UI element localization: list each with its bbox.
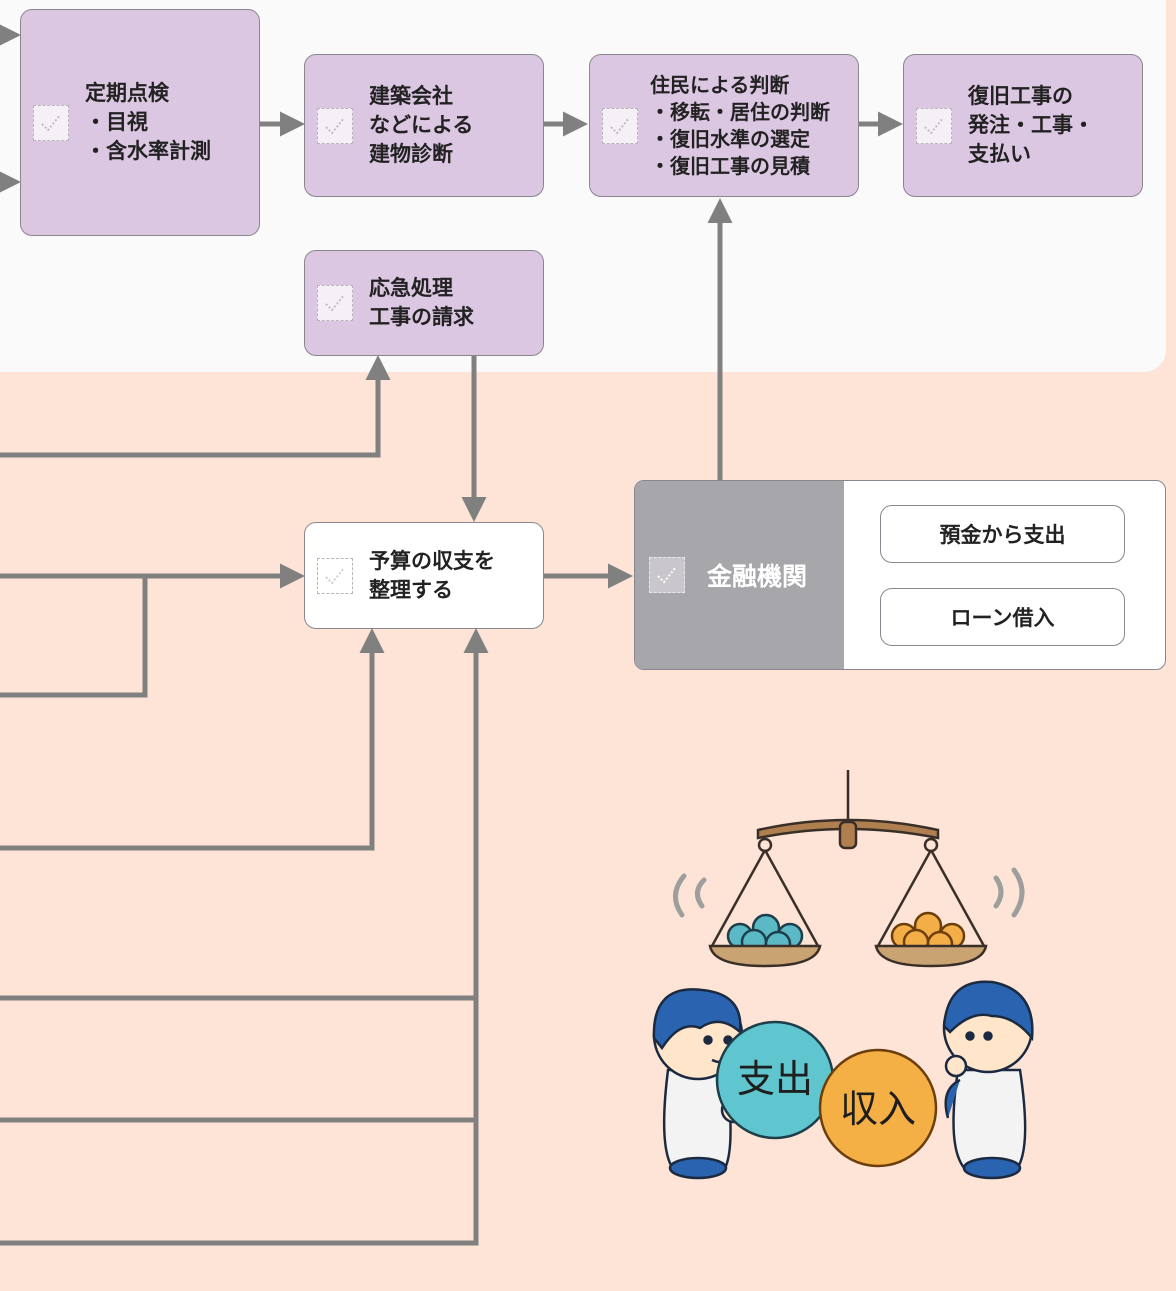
scale — [710, 770, 986, 947]
box-line: ・移転・居住の判断 — [650, 99, 830, 124]
box-line: 応急処理 — [369, 276, 453, 300]
finance-box: 金融機関 預金から支出 ローン借入 — [634, 480, 1166, 670]
box-emergency: 応急処理 工事の請求 — [304, 250, 544, 356]
ball-expense-label: 支出 — [737, 1057, 813, 1101]
person-right — [942, 980, 1034, 1180]
option-deposit: 預金から支出 — [880, 505, 1125, 563]
box-line: 建物診断 — [369, 142, 453, 166]
check-icon — [916, 107, 952, 144]
person-left — [652, 988, 748, 1180]
check-icon — [649, 557, 685, 593]
box-line: 復旧工事の — [968, 84, 1073, 108]
left-pan — [708, 944, 822, 968]
box-diagnosis: 建築会社 などによる 建物診断 — [304, 54, 544, 197]
box-line: 工事の請求 — [369, 305, 474, 329]
branch-to-budget-a — [0, 576, 148, 698]
box-line: 整理する — [369, 577, 453, 602]
option-loan: ローン借入 — [880, 588, 1125, 646]
finance-label: 金融機関 — [707, 562, 808, 591]
box-line: ・目視 — [85, 110, 148, 134]
box-decision: 住民による判断 ・移転・居住の判断 ・復旧水準の選定 ・復旧工事の見積 — [589, 54, 859, 197]
box-inspection: 定期点検 ・目視 ・含水率計測 — [20, 9, 260, 236]
balance-illustration: 支出 収入 — [652, 770, 1034, 1180]
box-line: ・復旧水準の選定 — [650, 126, 810, 151]
arrow-to-emergency — [0, 355, 391, 458]
box-line: 住民による判断 — [650, 72, 790, 97]
box-line: ・含水率計測 — [85, 139, 211, 163]
check-icon — [317, 285, 353, 321]
check-icon — [33, 104, 69, 141]
box-line: 定期点検 — [85, 81, 169, 105]
right-pan — [874, 944, 988, 968]
box-line: などによる — [369, 113, 474, 137]
box-line: 発注・工事・ — [968, 113, 1094, 137]
box-line: 支払い — [968, 142, 1031, 166]
check-icon — [317, 107, 353, 144]
box-line: ・復旧工事の見積 — [650, 153, 810, 178]
box-budget: 予算の収支を 整理する — [304, 522, 544, 629]
ball-income — [818, 1048, 938, 1168]
box-line: 予算の収支を — [369, 548, 495, 573]
check-icon — [602, 107, 638, 144]
arrow-to-budget-c — [0, 628, 489, 1246]
box-line: 建築会社 — [369, 84, 453, 108]
box-order: 復旧工事の 発注・工事・ 支払い — [903, 54, 1143, 197]
arrow-to-budget-b — [0, 628, 385, 851]
ball-income-label: 収入 — [840, 1087, 916, 1131]
wobble-lines — [673, 867, 1025, 918]
check-icon — [317, 557, 353, 594]
finance-header: 金融機関 — [635, 481, 844, 669]
